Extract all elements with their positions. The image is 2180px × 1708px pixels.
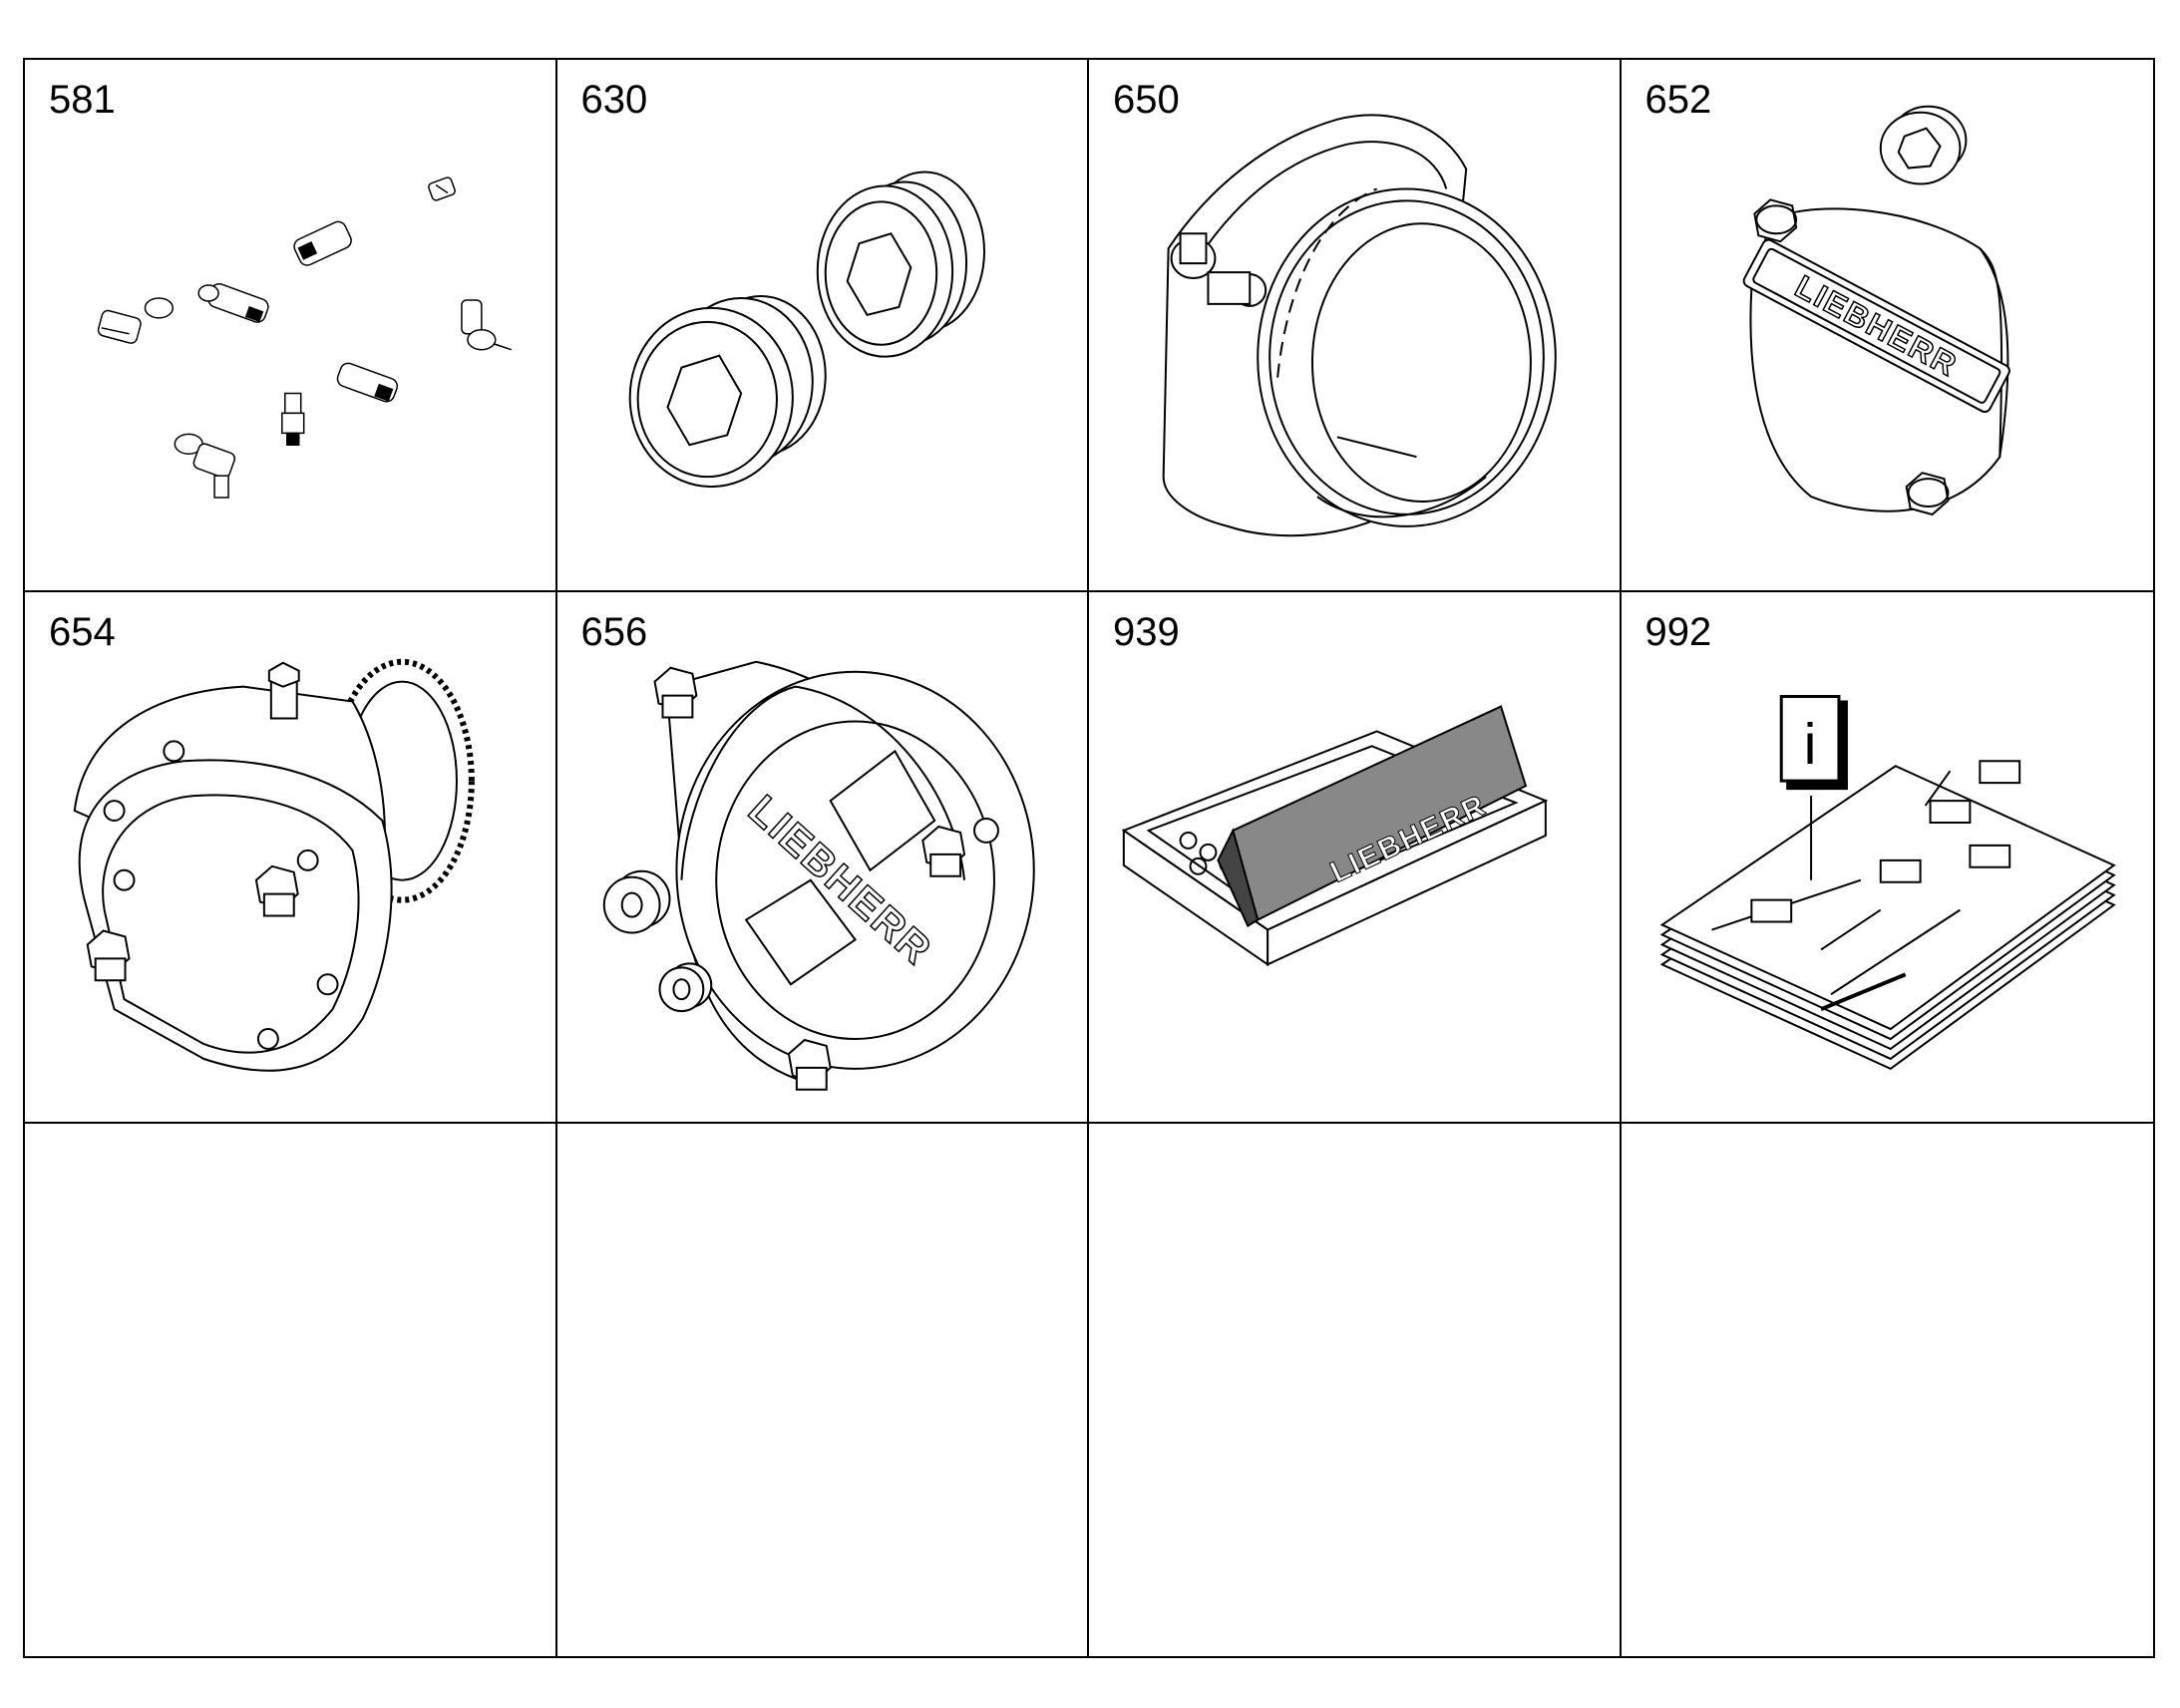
part-number: 581 [49,78,116,122]
empty-cell [25,1124,557,1656]
flange-cover-icon: LIEBHERR [557,592,1088,1123]
part-number: 654 [49,609,116,654]
part-cell-650[interactable]: 650 [1089,60,1622,592]
flange-housing-icon [1089,60,1620,590]
part-number: 652 [1644,78,1712,122]
hex-plug-screws-icon [557,60,1088,590]
sensors-set-icon [25,60,555,590]
spare-parts-kit-icon: LIEBHERR [1089,592,1620,1123]
part-number: 630 [580,78,648,122]
info-glyph: i [1803,712,1816,776]
part-cell-992[interactable]: 992 i [1621,592,2154,1125]
empty-cell [1622,1124,2154,1656]
part-number: 939 [1113,609,1180,654]
empty-cell [557,1124,1089,1656]
cover-plate-icon: LIEBHERR [1622,60,2154,590]
part-cell-654[interactable]: 654 [25,591,557,1125]
part-cell-630[interactable]: 630 [556,60,1089,592]
gear-pump-icon [25,592,555,1123]
part-cell-656[interactable]: 656 LIEBHERR [556,591,1089,1125]
empty-cell [1089,1124,1622,1656]
part-number: 992 [1644,609,1712,654]
part-cell-581[interactable]: 581 [25,60,557,592]
parts-catalog-grid: 581 630 [23,58,2155,1658]
part-number: 656 [580,609,648,654]
part-cell-939[interactable]: 939 LIEBHERR [1089,591,1622,1125]
part-number: 650 [1113,78,1180,122]
part-cell-652[interactable]: 652 LIEBHERR [1621,60,2154,592]
documentation-icon: i [1622,592,2154,1123]
